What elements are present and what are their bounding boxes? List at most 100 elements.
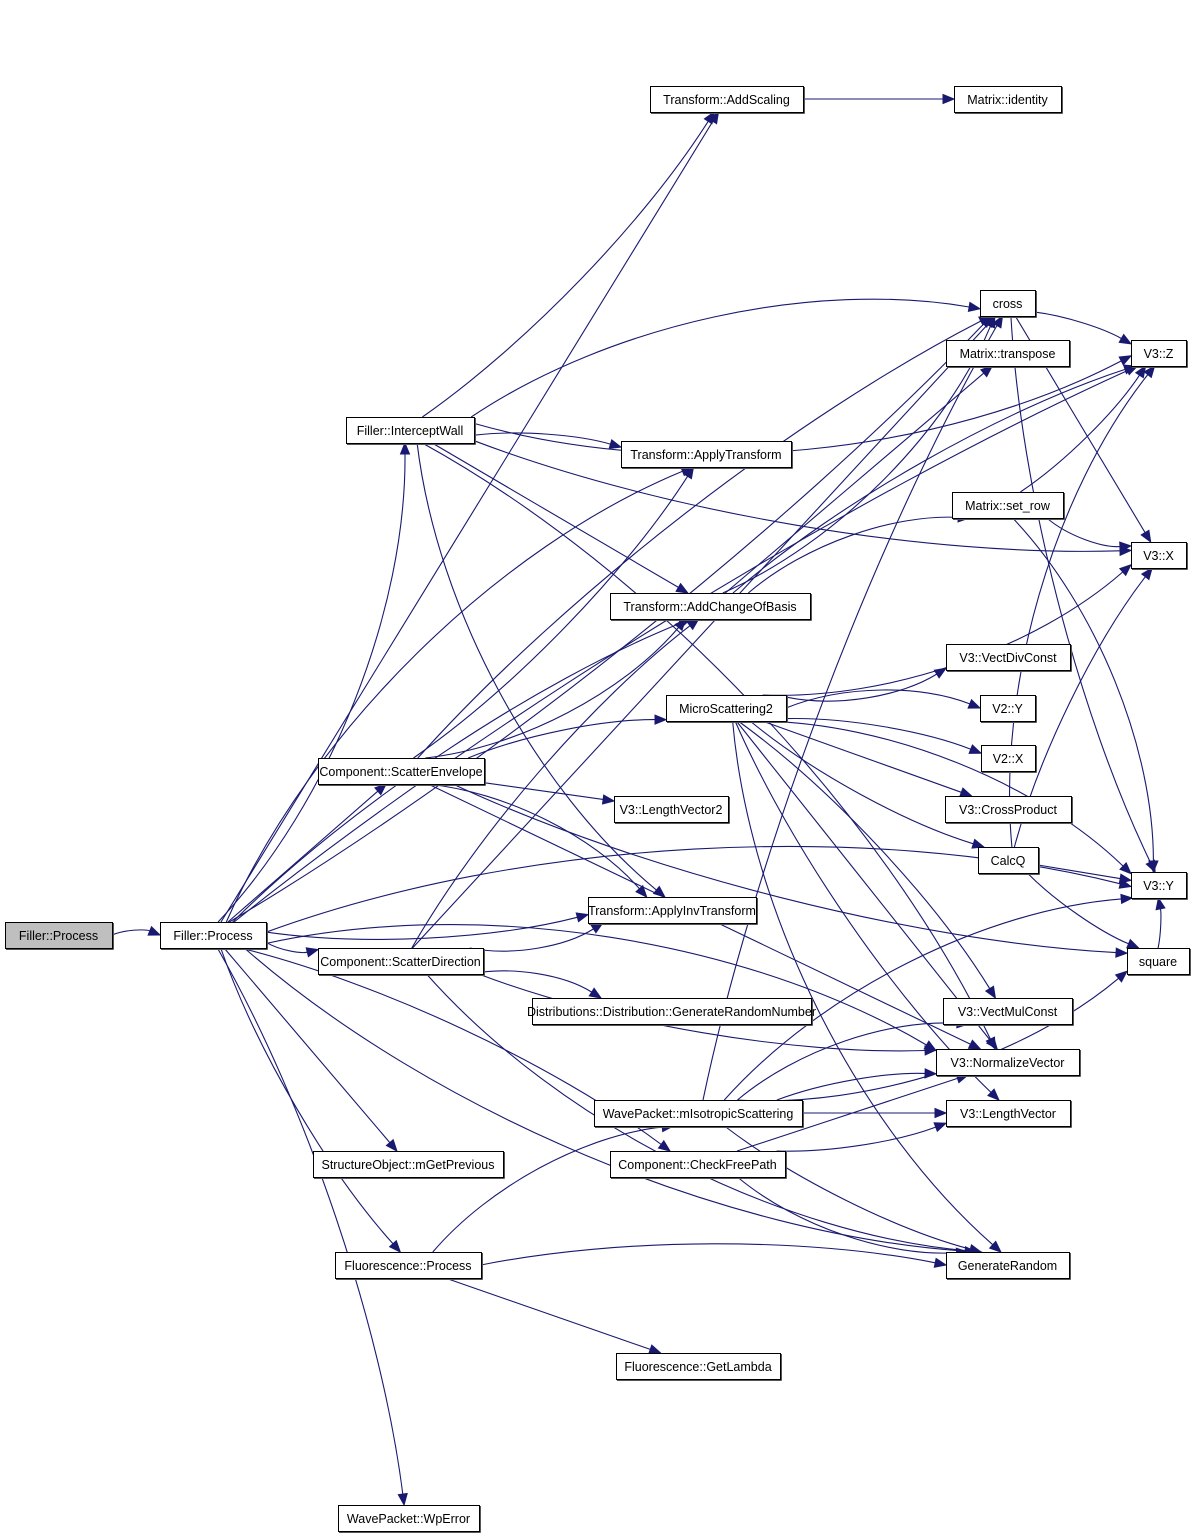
node-v2x[interactable]: V2::X bbox=[981, 745, 1037, 773]
node-checkfree[interactable]: Component::CheckFreePath bbox=[610, 1151, 787, 1179]
node-box[interactable] bbox=[936, 1049, 1080, 1076]
node-box[interactable] bbox=[946, 1100, 1071, 1127]
node-changeofbasis[interactable]: Transform::AddChangeOfBasis bbox=[610, 593, 812, 621]
node-box[interactable] bbox=[1131, 340, 1187, 367]
node-applyinv[interactable]: Transform::ApplyInvTransform bbox=[588, 897, 758, 925]
node-addscaling[interactable]: Transform::AddScaling bbox=[650, 86, 805, 114]
node-box[interactable] bbox=[1127, 948, 1190, 975]
node-box[interactable] bbox=[1131, 872, 1187, 899]
node-box[interactable] bbox=[338, 1505, 480, 1532]
edge-fp-to-fluorproc bbox=[220, 947, 394, 1245]
node-label: V3::X bbox=[1143, 549, 1174, 563]
edge-changeofbasis-to-cross bbox=[722, 325, 992, 594]
edge-fp-to-genrandom bbox=[243, 947, 966, 1252]
node-micro[interactable]: MicroScattering2 bbox=[666, 695, 788, 723]
arrowhead-icon bbox=[1119, 541, 1133, 552]
node-vectmul[interactable]: V3::VectMulConst bbox=[943, 998, 1074, 1026]
node-fp[interactable]: Filler::Process bbox=[160, 922, 268, 950]
node-root[interactable]: Filler::Process bbox=[5, 922, 114, 950]
node-label: V3::CrossProduct bbox=[959, 803, 1057, 817]
node-box[interactable] bbox=[946, 340, 1070, 367]
node-box[interactable] bbox=[588, 897, 757, 924]
edge-fp-to-normalize bbox=[265, 924, 927, 1046]
node-getlambda[interactable]: Fluorescence::GetLambda bbox=[616, 1353, 782, 1381]
node-wperror[interactable]: WavePacket::WpError bbox=[338, 1505, 481, 1533]
node-box[interactable] bbox=[954, 86, 1062, 113]
node-identity[interactable]: Matrix::identity bbox=[954, 86, 1063, 114]
node-v3x[interactable]: V3::X bbox=[1131, 542, 1188, 570]
node-v3z[interactable]: V3::Z bbox=[1131, 340, 1188, 368]
node-label: Filler::Process bbox=[19, 929, 98, 943]
node-box[interactable] bbox=[650, 86, 804, 113]
node-crossprod[interactable]: V3::CrossProduct bbox=[945, 796, 1073, 824]
edge-fp-to-getprev bbox=[223, 947, 391, 1143]
node-square[interactable]: square bbox=[1127, 948, 1191, 976]
node-label: Filler::Process bbox=[173, 929, 252, 943]
node-box[interactable] bbox=[1131, 542, 1187, 569]
edge-intercept-to-changeofbasis bbox=[431, 442, 679, 588]
edge-root-to-fp bbox=[111, 929, 151, 936]
node-box[interactable] bbox=[943, 998, 1073, 1025]
node-lenvec[interactable]: V3::LengthVector bbox=[946, 1100, 1072, 1128]
node-fluorproc[interactable]: Fluorescence::Process bbox=[335, 1252, 483, 1280]
node-calcq[interactable]: CalcQ bbox=[978, 847, 1040, 875]
node-box[interactable] bbox=[532, 998, 812, 1025]
arrowhead-icon bbox=[1114, 970, 1129, 983]
node-box[interactable] bbox=[610, 593, 811, 620]
edge-isotropic-to-normalize bbox=[776, 1072, 926, 1101]
node-box[interactable] bbox=[160, 922, 267, 949]
node-box[interactable] bbox=[5, 922, 113, 949]
node-genrandom[interactable]: GenerateRandom bbox=[946, 1252, 1071, 1280]
node-lenvec2[interactable]: V3::LengthVector2 bbox=[614, 796, 730, 824]
node-box[interactable] bbox=[945, 796, 1072, 823]
node-v3y[interactable]: V3::Y bbox=[1131, 872, 1188, 900]
node-box[interactable] bbox=[980, 695, 1036, 722]
edge-scatterenv-to-applyinv bbox=[426, 783, 640, 890]
node-box[interactable] bbox=[621, 441, 792, 468]
node-box[interactable] bbox=[594, 1100, 803, 1127]
node-box[interactable] bbox=[335, 1252, 482, 1279]
node-intercept[interactable]: Filler::InterceptWall bbox=[346, 417, 476, 445]
node-label: StructureObject::mGetPrevious bbox=[322, 1158, 495, 1172]
edge-micro-to-vectmul bbox=[737, 720, 991, 989]
node-cross[interactable]: cross bbox=[980, 290, 1037, 318]
arrowhead-icon bbox=[1126, 938, 1140, 949]
node-label: V3::VectDivConst bbox=[959, 651, 1057, 665]
node-box[interactable] bbox=[981, 745, 1036, 772]
node-box[interactable] bbox=[318, 758, 485, 785]
node-label: Matrix::set_row bbox=[965, 499, 1051, 513]
node-box[interactable] bbox=[666, 695, 787, 722]
node-normalize[interactable]: V3::NormalizeVector bbox=[936, 1049, 1081, 1077]
node-label: V3::Z bbox=[1144, 347, 1174, 361]
node-box[interactable] bbox=[616, 1353, 781, 1380]
node-v2y[interactable]: V2::Y bbox=[980, 695, 1037, 723]
node-box[interactable] bbox=[952, 492, 1064, 519]
arrowhead-icon bbox=[992, 314, 1004, 329]
edge-isotropic-to-vectmul bbox=[737, 1022, 958, 1101]
node-genrandnum[interactable]: Distributions::Distribution::GenerateRan… bbox=[527, 998, 816, 1026]
node-box[interactable] bbox=[318, 948, 484, 975]
node-box[interactable] bbox=[346, 417, 475, 444]
arrowhead-icon bbox=[934, 1107, 948, 1119]
node-box[interactable] bbox=[946, 1252, 1070, 1279]
edge-fluorproc-to-genrandom bbox=[480, 1243, 936, 1266]
node-setrow[interactable]: Matrix::set_row bbox=[952, 492, 1065, 520]
edge-isotropic-to-square bbox=[737, 977, 1119, 1102]
node-vectdiv[interactable]: V3::VectDivConst bbox=[946, 644, 1072, 672]
node-box[interactable] bbox=[610, 1151, 786, 1178]
node-box[interactable] bbox=[980, 290, 1036, 317]
node-box[interactable] bbox=[946, 644, 1071, 671]
node-box[interactable] bbox=[978, 847, 1039, 874]
node-isotropic[interactable]: WavePacket::mIsotropicScattering bbox=[594, 1100, 804, 1128]
node-transpose[interactable]: Matrix::transpose bbox=[946, 340, 1071, 368]
node-getprev[interactable]: StructureObject::mGetPrevious bbox=[313, 1151, 505, 1179]
arrowhead-icon bbox=[608, 438, 623, 449]
node-scatterdir[interactable]: Component::ScatterDirection bbox=[318, 948, 485, 976]
arrowhead-icon bbox=[967, 301, 982, 313]
node-box[interactable] bbox=[614, 796, 729, 823]
node-applytransform[interactable]: Transform::ApplyTransform bbox=[621, 441, 793, 469]
node-scatterenv[interactable]: Component::ScatterEnvelope bbox=[318, 758, 486, 786]
node-box[interactable] bbox=[313, 1151, 504, 1178]
arrowhead-icon bbox=[1155, 896, 1166, 911]
